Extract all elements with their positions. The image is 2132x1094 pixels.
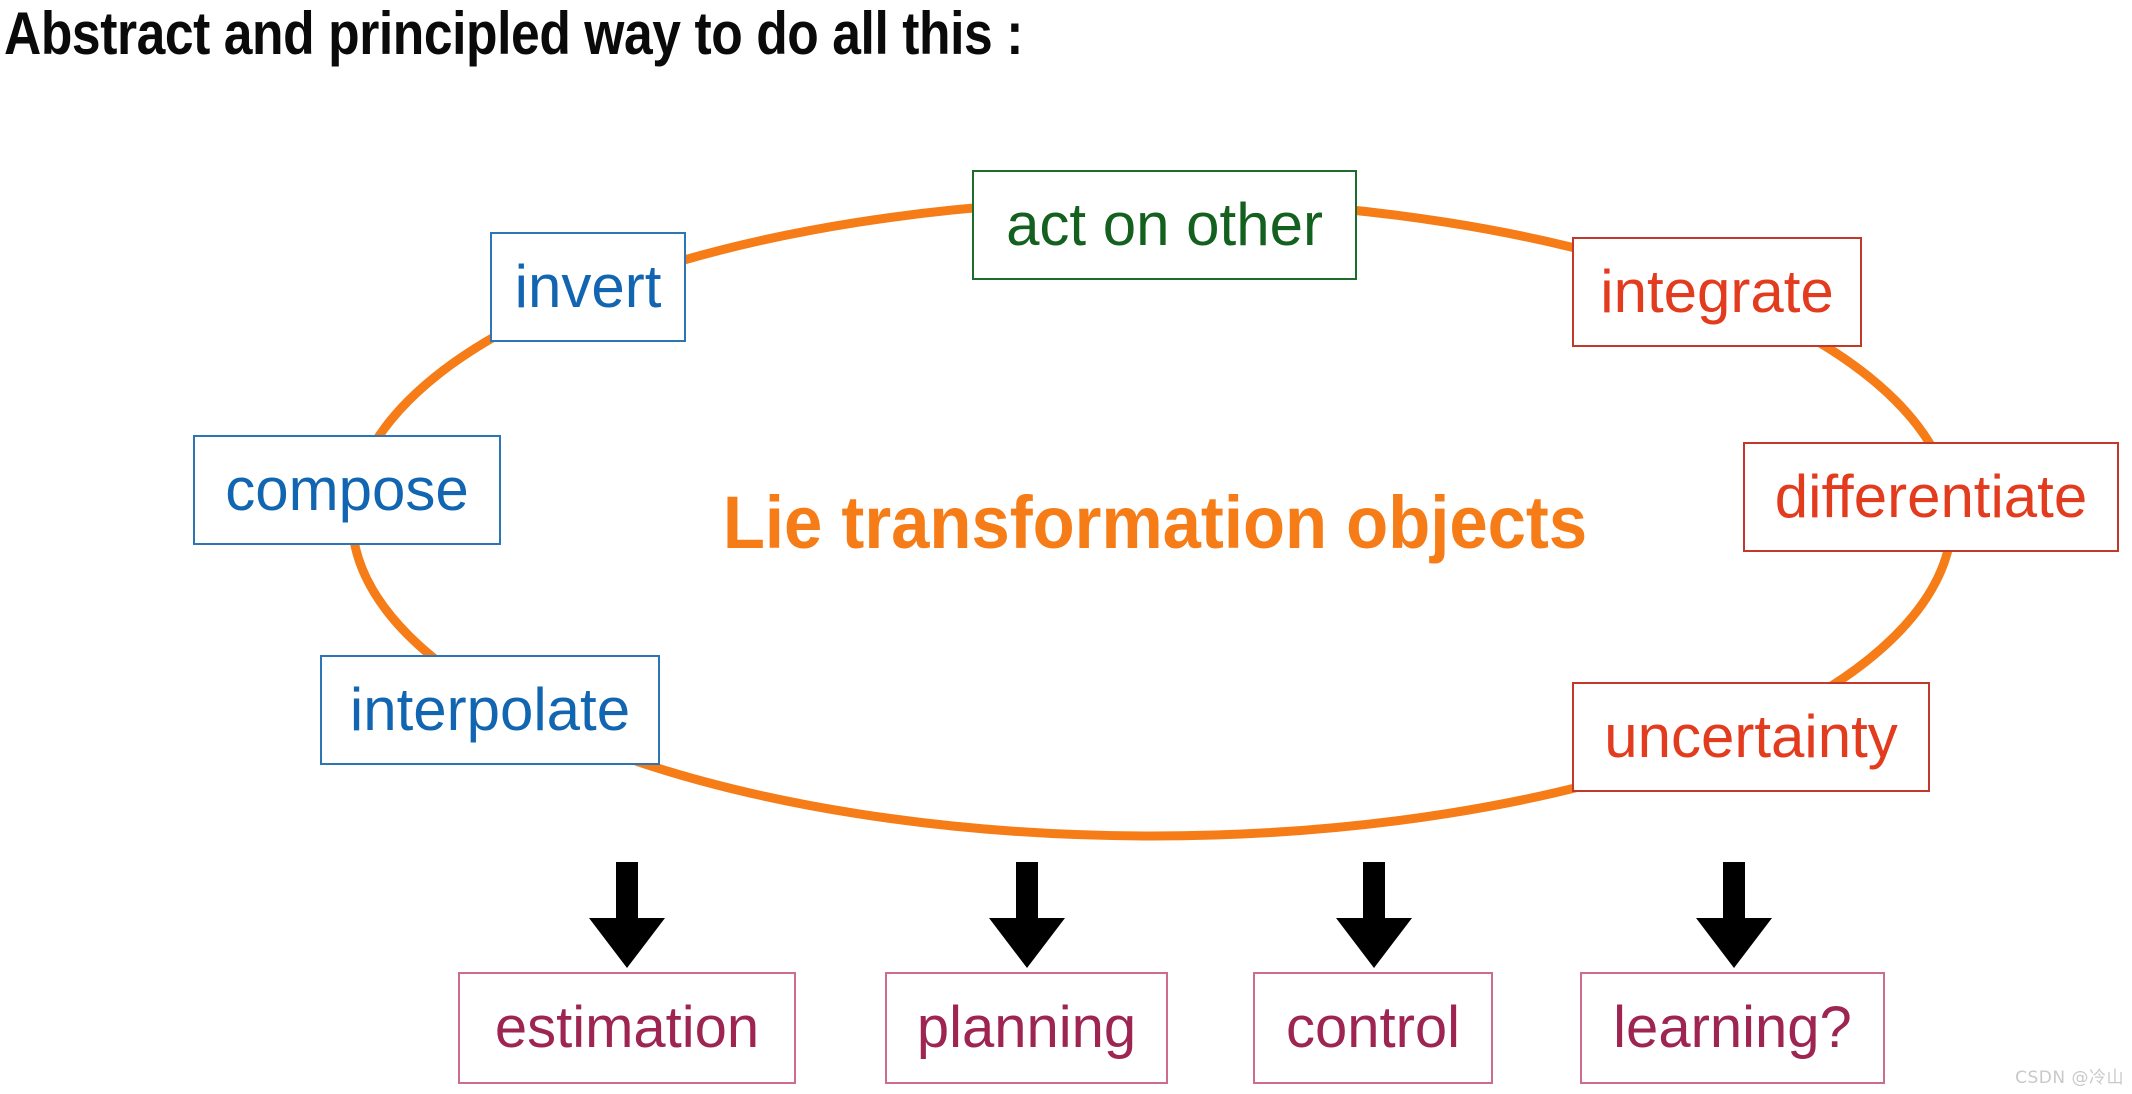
node-control-label: control — [1285, 995, 1461, 1060]
node-planning[interactable]: planning — [885, 972, 1168, 1084]
center-concept-label: Lie transformation objects — [722, 481, 1588, 564]
node-learning-label: learning? — [1613, 995, 1852, 1060]
down-arrow-icon-control — [1336, 862, 1412, 968]
node-estimation[interactable]: estimation — [458, 972, 796, 1084]
node-integrate-label: integrate — [1600, 258, 1834, 325]
node-differentiate-label: differentiate — [1774, 463, 2088, 530]
node-uncertainty-label: uncertainty — [1604, 703, 1898, 770]
page-title: Abstract and principled way to do all th… — [4, 0, 1023, 67]
node-learning[interactable]: learning? — [1580, 972, 1885, 1084]
watermark: CSDN @冷山 — [2015, 1068, 2124, 1088]
node-planning-label: planning — [916, 995, 1137, 1060]
node-estimation-label: estimation — [494, 995, 760, 1060]
node-differentiate[interactable]: differentiate — [1743, 442, 2119, 552]
node-act-on-other[interactable]: act on other — [972, 170, 1357, 280]
node-act-on-other-label: act on other — [1006, 191, 1323, 258]
node-integrate[interactable]: integrate — [1572, 237, 1862, 347]
node-compose-label: compose — [225, 456, 469, 523]
node-invert[interactable]: invert — [490, 232, 686, 342]
node-control[interactable]: control — [1253, 972, 1493, 1084]
down-arrow-icon-planning — [989, 862, 1065, 968]
down-arrow-icon-estimation — [589, 862, 665, 968]
node-interpolate-label: interpolate — [349, 676, 631, 743]
node-compose[interactable]: compose — [193, 435, 501, 545]
down-arrow-icon-learning — [1696, 862, 1772, 968]
node-invert-label: invert — [514, 253, 662, 320]
node-uncertainty[interactable]: uncertainty — [1572, 682, 1930, 792]
node-interpolate[interactable]: interpolate — [320, 655, 660, 765]
